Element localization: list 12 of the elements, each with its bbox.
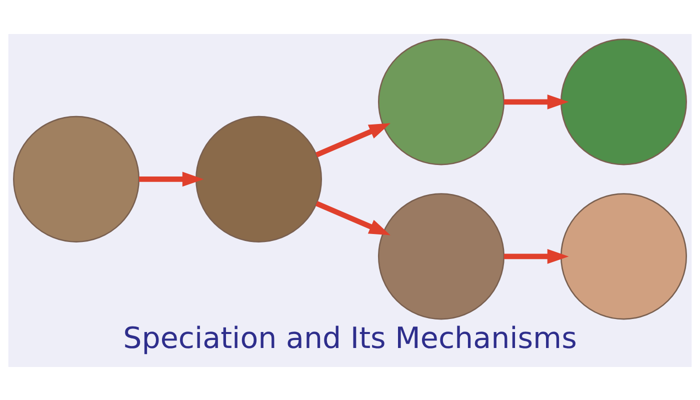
node-circle bbox=[378, 38, 505, 165]
arrow bbox=[504, 248, 569, 264]
node-circle bbox=[13, 115, 140, 242]
arrow bbox=[138, 171, 204, 186]
diagram-title: Speciation and Its Mechanisms bbox=[123, 320, 577, 354]
node-circle bbox=[378, 192, 505, 320]
node-circle bbox=[196, 115, 322, 242]
arrow bbox=[315, 122, 390, 157]
node-circle bbox=[560, 38, 687, 165]
arrow bbox=[504, 94, 569, 109]
arrow bbox=[315, 200, 390, 235]
node-circle bbox=[560, 192, 687, 320]
